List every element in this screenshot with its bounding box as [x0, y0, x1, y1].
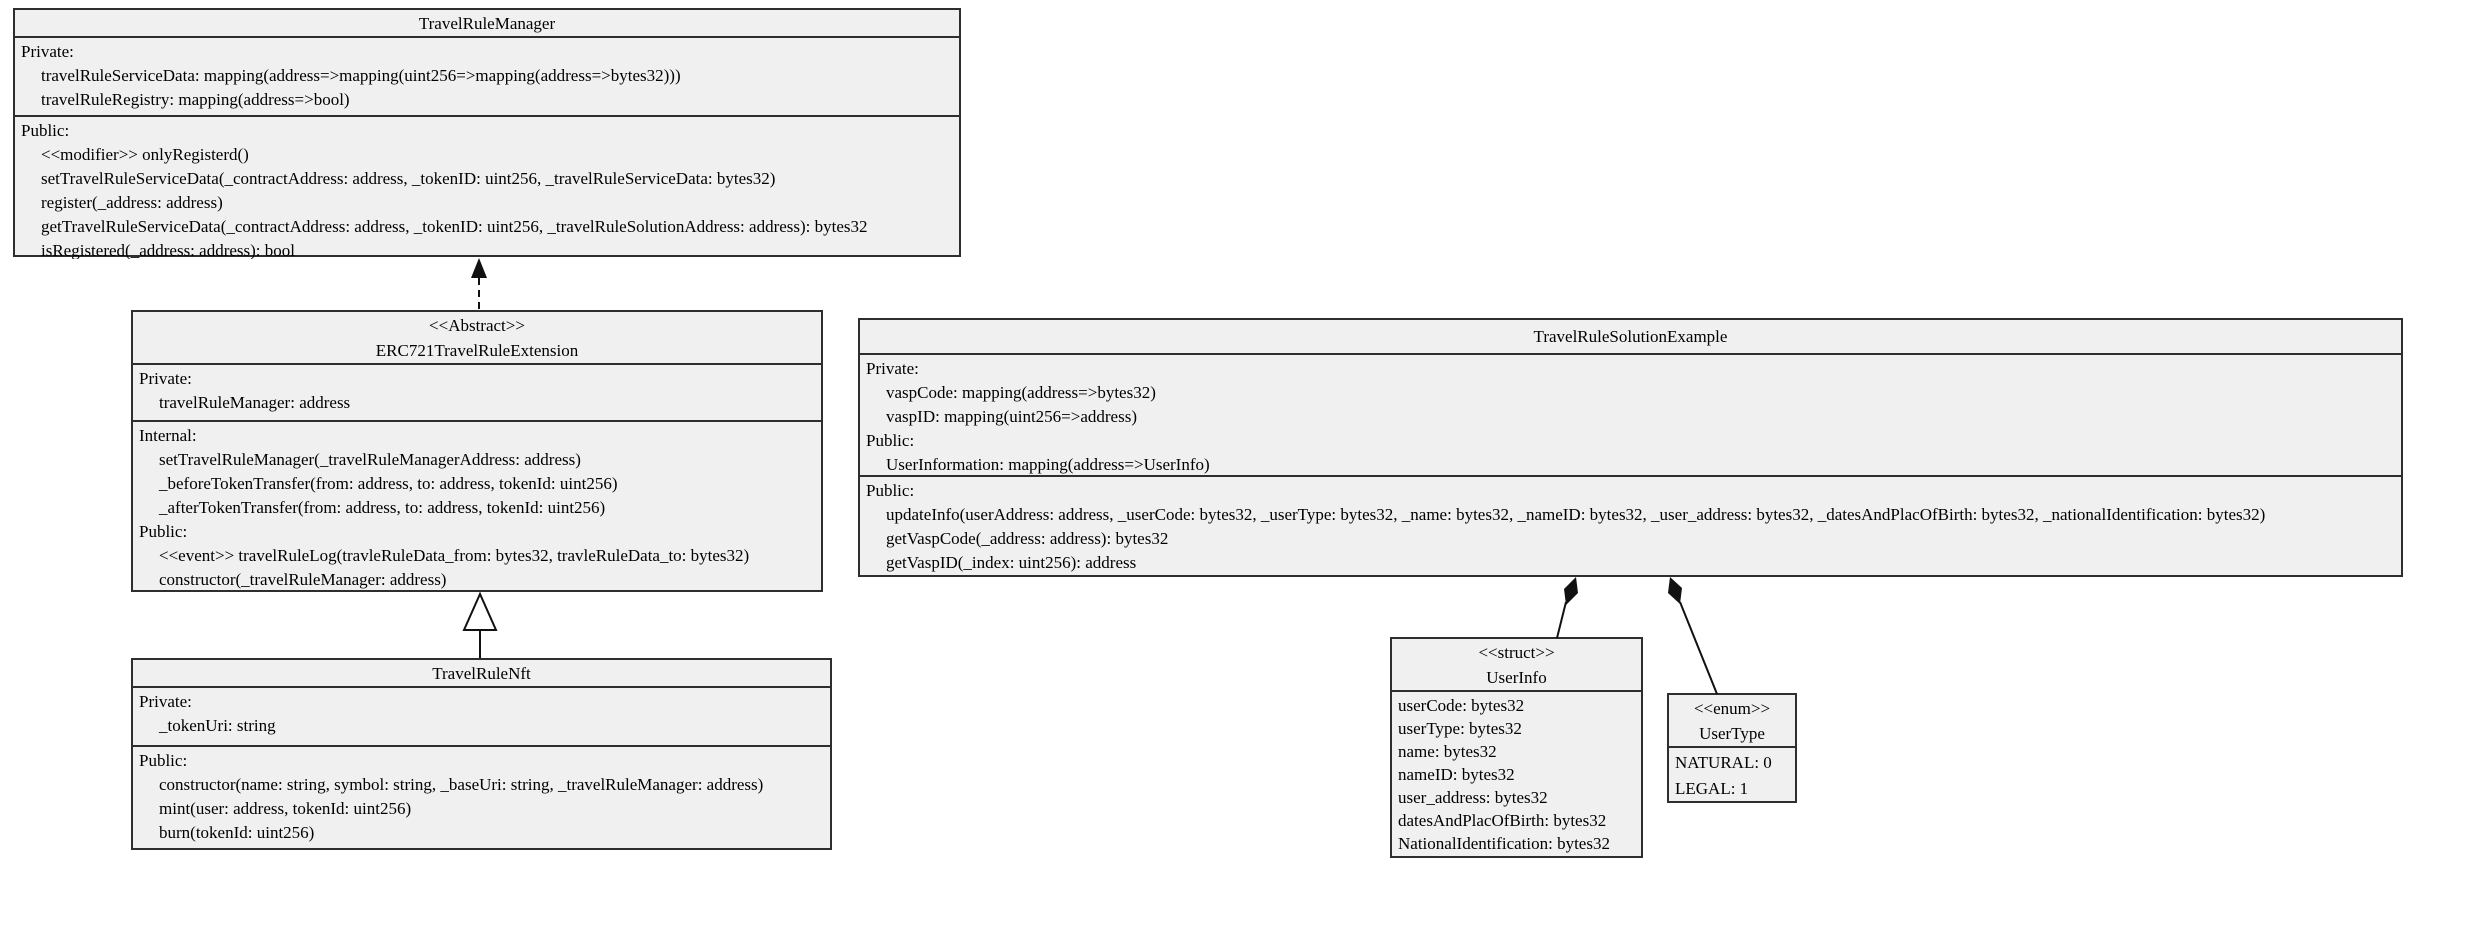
- attributes-compartment: Private: vaspCode: mapping(address=>byte…: [860, 353, 2401, 475]
- operation-line: _afterTokenTransfer(from: address, to: a…: [159, 498, 606, 517]
- class-title-travelrulemanager: TravelRuleManager: [15, 10, 959, 36]
- attributes-compartment: Private: _tokenUri: string: [133, 686, 830, 745]
- field-line: user_address: bytes32: [1398, 788, 1548, 807]
- class-name: TravelRuleNft: [432, 663, 531, 683]
- composition-link-solution-userinfo: [1556, 577, 1578, 639]
- attributes-compartment: Private: travelRuleManager: address: [133, 363, 821, 420]
- dependency-arrow-erc721-to-manager: [471, 258, 487, 310]
- generalization-arrow-nft-to-erc721: [462, 591, 498, 658]
- operation-line: getTravelRuleServiceData(_contractAddres…: [41, 217, 868, 236]
- class-stereotype: <<struct>>: [1478, 642, 1555, 662]
- operation-line: getVaspID(_index: uint256): address: [886, 553, 1137, 572]
- section-label: Private:: [139, 692, 192, 711]
- operation-line: <<modifier>> onlyRegisterd(): [41, 145, 249, 164]
- operation-line: <<event>> travelRuleLog(travleRuleData_f…: [159, 546, 750, 565]
- field-line: nameID: bytes32: [1398, 765, 1515, 784]
- section-label: Private:: [139, 369, 192, 388]
- operation-line: register(_address: address): [41, 193, 223, 212]
- fields-compartment: userCode: bytes32 userType: bytes32 name…: [1392, 690, 1641, 856]
- class-title-travelrulenft: TravelRuleNft: [133, 660, 830, 686]
- operations-compartment: Public: updateInfo(userAddress: address,…: [860, 475, 2401, 575]
- section-label: Public:: [21, 121, 70, 140]
- enum-value-line: LEGAL: 1: [1675, 779, 1749, 798]
- operations-compartment: Public: <<modifier>> onlyRegisterd() set…: [15, 115, 959, 259]
- composition-link-solution-usertype: [1668, 577, 1718, 695]
- operation-line: mint(user: address, tokenId: uint256): [159, 799, 412, 818]
- class-userinfo: <<struct>> UserInfo userCode: bytes32 us…: [1390, 637, 1643, 858]
- class-title-erc721travelruleextension: <<Abstract>> ERC721TravelRuleExtension: [133, 312, 821, 363]
- class-erc721travelruleextension: <<Abstract>> ERC721TravelRuleExtension P…: [131, 310, 823, 592]
- class-stereotype: <<enum>>: [1693, 698, 1771, 718]
- attribute-line: travelRuleManager: address: [159, 393, 351, 412]
- operation-line: getVaspCode(_address: address): bytes32: [886, 529, 1169, 548]
- field-line: NationalIdentification: bytes32: [1398, 834, 1610, 853]
- field-line: datesAndPlacOfBirth: bytes32: [1398, 811, 1607, 830]
- class-travelrulemanager: TravelRuleManager Private: travelRuleSer…: [13, 8, 961, 259]
- attribute-line: travelRuleRegistry: mapping(address=>boo…: [41, 90, 350, 109]
- class-name: TravelRuleManager: [418, 13, 556, 33]
- class-travelrulesolutionexample: TravelRuleSolutionExample Private: vaspC…: [858, 318, 2403, 577]
- class-name: TravelRuleSolutionExample: [1533, 327, 1728, 346]
- operation-line: setTravelRuleManager(_travelRuleManagerA…: [159, 450, 581, 469]
- field-line: userCode: bytes32: [1398, 696, 1525, 715]
- class-name: UserType: [1699, 723, 1765, 743]
- enum-values-compartment: NATURAL: 0 LEGAL: 1: [1669, 746, 1795, 801]
- attribute-line: UserInformation: mapping(address=>UserIn…: [886, 455, 1210, 474]
- class-name: UserInfo: [1486, 667, 1547, 687]
- enum-value-line: NATURAL: 0: [1675, 753, 1772, 772]
- class-stereotype: <<Abstract>>: [429, 315, 525, 335]
- section-label: Private:: [866, 359, 919, 378]
- attribute-line: travelRuleServiceData: mapping(address=>…: [41, 66, 681, 85]
- attribute-line: vaspID: mapping(uint256=>address): [886, 407, 1137, 426]
- section-label: Private:: [21, 42, 74, 61]
- operation-line: updateInfo(userAddress: address, _userCo…: [886, 505, 2266, 524]
- section-label: Public:: [139, 751, 188, 770]
- attribute-line: vaspCode: mapping(address=>bytes32): [886, 383, 1156, 402]
- class-title-usertype: <<enum>> UserType: [1669, 695, 1795, 746]
- operation-line: constructor(_travelRuleManager: address): [159, 570, 447, 589]
- field-line: userType: bytes32: [1398, 719, 1522, 738]
- field-line: name: bytes32: [1398, 742, 1497, 761]
- class-title-userinfo: <<struct>> UserInfo: [1392, 639, 1641, 690]
- operation-line: setTravelRuleServiceData(_contractAddres…: [41, 169, 776, 188]
- attribute-line: _tokenUri: string: [159, 716, 276, 735]
- section-label: Public:: [139, 522, 188, 541]
- class-name: ERC721TravelRuleExtension: [375, 340, 579, 360]
- operations-compartment: Internal: setTravelRuleManager(_travelRu…: [133, 420, 821, 590]
- attributes-compartment: Private: travelRuleServiceData: mapping(…: [15, 36, 959, 115]
- section-label: Public:: [866, 431, 915, 450]
- class-title-travelrulesolutionexample: TravelRuleSolutionExample: [860, 320, 2401, 353]
- operation-line: isRegistered(_address: address): bool: [41, 241, 295, 259]
- operation-line: constructor(name: string, symbol: string…: [159, 775, 764, 794]
- section-label: Public:: [866, 481, 915, 500]
- operation-line: _beforeTokenTransfer(from: address, to: …: [159, 474, 618, 493]
- operation-line: burn(tokenId: uint256): [159, 823, 315, 842]
- section-label: Internal:: [139, 426, 197, 445]
- operations-compartment: Public: constructor(name: string, symbol…: [133, 745, 830, 848]
- class-usertype: <<enum>> UserType NATURAL: 0 LEGAL: 1: [1667, 693, 1797, 803]
- class-travelrulenft: TravelRuleNft Private: _tokenUri: string…: [131, 658, 832, 850]
